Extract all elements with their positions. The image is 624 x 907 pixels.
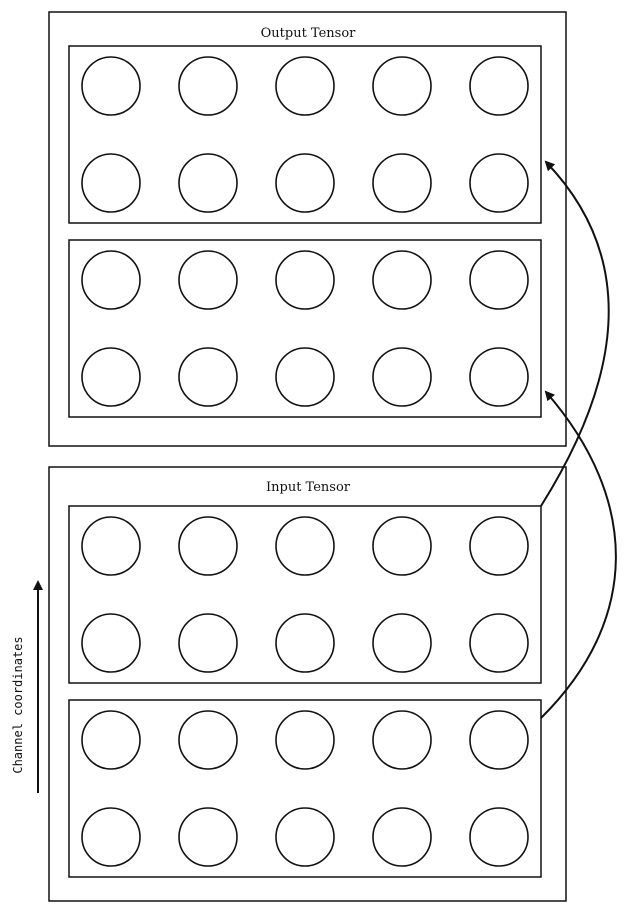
neuron-circle: [469, 710, 529, 770]
neuron-circle: [178, 56, 238, 116]
neuron-circle: [275, 516, 335, 576]
neuron-circle: [178, 516, 238, 576]
neuron-circle: [81, 516, 141, 576]
neuron-circle: [372, 153, 432, 213]
neuron-circle: [178, 613, 238, 673]
neuron-circle: [372, 250, 432, 310]
neuron-circle: [372, 516, 432, 576]
neuron-circle: [469, 153, 529, 213]
neuron-circle: [469, 250, 529, 310]
channel-axis-label: Channel coordinates: [11, 636, 25, 773]
neuron-circle: [372, 807, 432, 867]
output-group-1: [68, 239, 542, 418]
neuron-circle: [469, 807, 529, 867]
input-tensor-frame: [48, 466, 567, 902]
arrow-input-group-0-to-output-group-0: [540, 160, 610, 507]
neuron-circle: [178, 807, 238, 867]
neuron-circle: [81, 56, 141, 116]
neuron-circle: [372, 56, 432, 116]
neuron-circle: [81, 347, 141, 407]
neuron-circle: [372, 710, 432, 770]
neuron-circle: [372, 613, 432, 673]
neuron-circle: [81, 710, 141, 770]
neuron-circle: [81, 250, 141, 310]
input-tensor-title: Input Tensor: [266, 480, 351, 495]
neuron-circle: [81, 613, 141, 673]
output-tensor-frame: [48, 11, 567, 447]
input-group-1-neurons: [81, 710, 529, 867]
output-group-0: [68, 45, 542, 224]
output-group-1-neurons: [81, 250, 529, 407]
neuron-circle: [178, 347, 238, 407]
neuron-circle: [275, 153, 335, 213]
neuron-circle: [81, 153, 141, 213]
output-tensor: Output Tensor: [48, 11, 567, 447]
output-group-0-neurons: [81, 56, 529, 213]
input-group-0-neurons: [81, 516, 529, 673]
neuron-circle: [372, 347, 432, 407]
neuron-circle: [469, 516, 529, 576]
neuron-circle: [275, 807, 335, 867]
input-group-0: [68, 505, 542, 684]
output-tensor-title: Output Tensor: [261, 26, 357, 41]
neuron-circle: [469, 613, 529, 673]
neuron-circle: [469, 347, 529, 407]
neuron-circle: [275, 710, 335, 770]
arrow-input-group-1-to-output-group-1: [540, 390, 617, 719]
neuron-circle: [81, 807, 141, 867]
neuron-circle: [275, 56, 335, 116]
neuron-circle: [469, 56, 529, 116]
neuron-circle: [178, 153, 238, 213]
neuron-circle: [178, 710, 238, 770]
neuron-circle: [275, 347, 335, 407]
neuron-circle: [178, 250, 238, 310]
neuron-circle: [275, 613, 335, 673]
input-group-1: [68, 699, 542, 878]
input-tensor: Input Tensor: [48, 466, 567, 902]
neuron-circle: [275, 250, 335, 310]
